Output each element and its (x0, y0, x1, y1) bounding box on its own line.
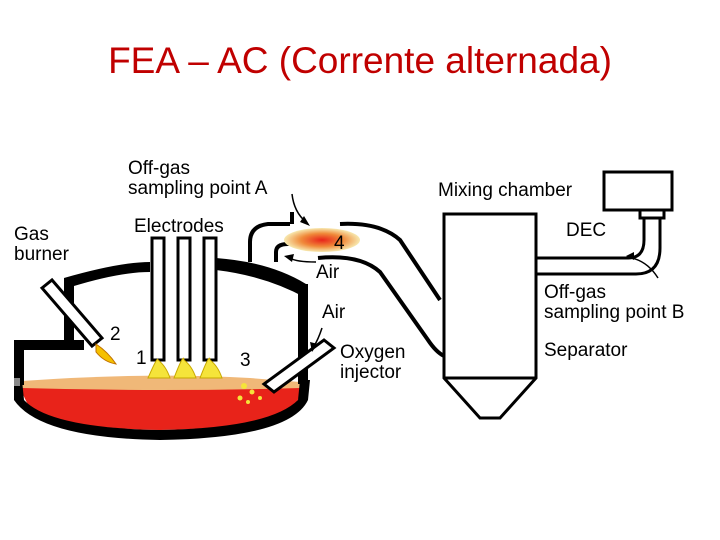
label-mixing-chamber: Mixing chamber (438, 180, 573, 201)
separator-to-dec-pipe (536, 216, 662, 276)
combustion-flame (284, 228, 360, 252)
label-num-4: 4 (334, 233, 345, 254)
electrodes (147, 236, 223, 379)
furnace (14, 258, 310, 440)
annotation-arrows (284, 193, 659, 352)
oxygen-injector (237, 338, 337, 404)
gas-burner (39, 277, 118, 365)
label-oxygen-injector-line2: injector (340, 362, 402, 383)
electrode-2 (176, 236, 192, 362)
furnace-left-wall (14, 345, 24, 385)
label-offgas-b-line1: Off-gas (544, 282, 606, 303)
label-electrodes: Electrodes (134, 216, 224, 237)
burner-flame (95, 343, 118, 365)
injector-lance (261, 338, 337, 394)
arc-flame-2 (173, 357, 197, 379)
label-oxygen-injector-line1: Oxygen (340, 342, 405, 363)
separator (442, 212, 538, 420)
electrode-1 (150, 236, 166, 362)
label-air-upper: Air (316, 262, 340, 283)
furnace-roof (216, 258, 306, 298)
label-offgas-a-line1: Off-gas (128, 158, 190, 179)
electrode-3 (202, 236, 218, 362)
label-offgas-b-line2: sampling point B (544, 302, 684, 323)
label-dec: DEC (566, 220, 606, 241)
molten-steel-bath (18, 384, 304, 430)
label-gas-burner-line2: burner (14, 244, 70, 265)
arc-flame-1 (147, 358, 171, 379)
dec-unit (602, 170, 674, 220)
offgas-duct (248, 212, 445, 358)
slide-title: FEA – AC (Corrente alternada) (108, 40, 612, 81)
label-offgas-a-line2: sampling point A (128, 178, 268, 199)
label-gas-burner-line1: Gas (14, 224, 49, 245)
label-air-lower: Air (322, 302, 346, 323)
burner-lance (39, 277, 105, 349)
arc-flame-3 (199, 357, 223, 379)
slag-layer (22, 375, 300, 390)
furnace-right-wall (298, 284, 308, 384)
label-num-1: 1 (136, 348, 147, 369)
label-num-2: 2 (110, 324, 121, 345)
furnace-hearth (14, 380, 310, 440)
label-separator: Separator (544, 340, 628, 361)
label-num-3: 3 (240, 350, 251, 371)
